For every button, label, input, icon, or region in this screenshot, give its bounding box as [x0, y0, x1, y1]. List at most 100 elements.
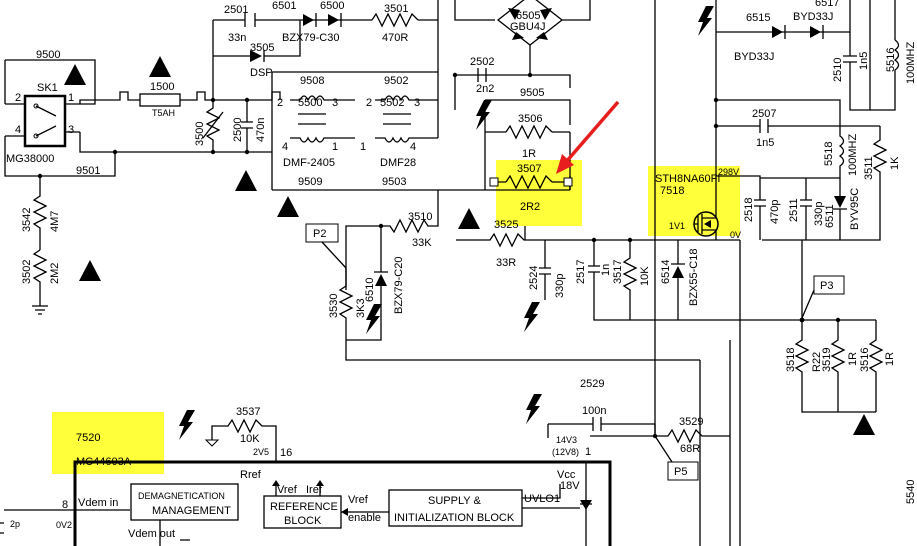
svg-text:2V5: 2V5 — [253, 447, 269, 457]
block-reference: REFERENCE BLOCK — [263, 480, 342, 529]
svg-text:REFERENCE: REFERENCE — [270, 501, 338, 513]
svg-text:3505: 3505 — [250, 42, 274, 54]
resistor-3516: 3516 1R — [859, 320, 896, 412]
svg-text:3510: 3510 — [408, 211, 432, 223]
svg-text:3537: 3537 — [236, 406, 260, 418]
svg-text:3502: 3502 — [21, 260, 33, 284]
svg-text:3: 3 — [414, 97, 420, 109]
svg-text:SK1: SK1 — [37, 82, 58, 94]
svg-text:9508: 9508 — [300, 75, 324, 87]
svg-text:P2: P2 — [313, 228, 326, 240]
capacitor-2510: 2510 1n5 — [832, 0, 871, 111]
svg-text:Iref: Iref — [306, 484, 323, 496]
resistor-3542: 3542 4M7 — [21, 176, 61, 250]
svg-text:5518: 5518 — [823, 142, 835, 166]
svg-text:1R: 1R — [884, 352, 896, 366]
svg-text:470n: 470n — [255, 118, 267, 142]
svg-text:7518: 7518 — [660, 185, 684, 197]
svg-text:16: 16 — [280, 447, 292, 459]
svg-text:3516: 3516 — [859, 348, 871, 372]
highlight-r3507 — [496, 160, 582, 226]
resistor-3506: 3506 1R — [505, 113, 553, 160]
svg-text:2502: 2502 — [470, 56, 494, 68]
svg-text:MC44603A: MC44603A — [76, 456, 132, 468]
svg-text:1R: 1R — [847, 352, 859, 366]
probe-p3: P3 — [801, 275, 845, 319]
svg-text:1n: 1n — [600, 264, 612, 276]
svg-text:7520: 7520 — [76, 432, 100, 444]
svg-text:1: 1 — [360, 141, 366, 153]
capacitor-2507: 2507 1n5 — [716, 108, 840, 149]
svg-text:STH8NA60FI: STH8NA60FI — [655, 173, 720, 185]
svg-text:6510: 6510 — [364, 278, 376, 302]
top-wiring — [212, 0, 591, 191]
label-2p: 2p — [10, 519, 20, 529]
svg-text:3K3: 3K3 — [355, 298, 367, 318]
svg-text:298V: 298V — [718, 167, 739, 177]
svg-text:4: 4 — [282, 141, 288, 153]
svg-text:10K: 10K — [240, 433, 260, 445]
capacitor-2500: 2500 470n — [232, 100, 267, 152]
capacitor-2511: 2511 330p — [788, 178, 825, 240]
side-label: 5540 — [905, 480, 917, 504]
svg-text:3525: 3525 — [494, 219, 518, 231]
choke-5502: 2 5502 3 1 4 DMF28 9502 9503 — [340, 71, 438, 191]
svg-text:5516: 5516 — [885, 48, 897, 72]
bridge-rectifier: 6505 GBU4J — [496, 0, 564, 46]
svg-text:330p: 330p — [554, 274, 566, 298]
svg-text:6505: 6505 — [516, 10, 540, 22]
choke-5500: 2 5500 3 4 1 DMF-2405 9508 9509 — [271, 71, 355, 191]
lightning-icon — [179, 410, 195, 440]
svg-text:1500: 1500 — [150, 81, 174, 93]
svg-text:3517: 3517 — [612, 260, 624, 284]
capacitor-2502: 2502 2n2 — [470, 56, 494, 95]
svg-text:DEMAGNETICATION: DEMAGNETICATION — [138, 491, 225, 501]
svg-text:P3: P3 — [820, 280, 833, 292]
svg-text:1: 1 — [332, 141, 338, 153]
resistor-3511: 3511 1K — [762, 125, 901, 241]
svg-text:1K: 1K — [889, 156, 901, 170]
capacitor-2524: 2524 330p — [528, 240, 566, 300]
svg-text:33K: 33K — [412, 237, 432, 249]
warning-icon — [79, 260, 101, 281]
svg-text:BZX55-C18: BZX55-C18 — [688, 249, 700, 306]
resistor-3501: 3501 470R — [371, 3, 419, 44]
svg-text:5500: 5500 — [298, 97, 322, 109]
capacitor-2529: 2529 100n — [547, 378, 656, 438]
svg-text:470R: 470R — [382, 32, 408, 44]
resistor-3510: 3510 33K — [345, 190, 439, 290]
svg-text:6515: 6515 — [746, 12, 770, 24]
warning-icon — [853, 414, 875, 435]
svg-text:R22: R22 — [811, 352, 823, 372]
label-9501: 9501 — [76, 165, 100, 177]
svg-text:3: 3 — [68, 124, 74, 136]
svg-text:2: 2 — [15, 92, 21, 104]
svg-text:DMF28: DMF28 — [380, 157, 416, 169]
diode-6500: 6500 — [320, 0, 344, 27]
svg-text:100n: 100n — [582, 405, 606, 417]
diode-6511: 6511 BYV95C — [824, 178, 861, 240]
svg-text:3506: 3506 — [518, 113, 542, 125]
svg-text:3500: 3500 — [194, 122, 206, 146]
svg-text:6501: 6501 — [272, 0, 296, 12]
svg-text:DMF-2405: DMF-2405 — [283, 157, 335, 169]
resistor-3500: 3500 — [194, 100, 224, 152]
svg-text:6514: 6514 — [660, 260, 672, 284]
svg-text:2507: 2507 — [752, 108, 776, 120]
svg-text:2511: 2511 — [788, 198, 800, 222]
svg-text:2: 2 — [366, 97, 372, 109]
label-9500: 9500 — [36, 49, 60, 61]
svg-text:330p: 330p — [813, 202, 825, 226]
svg-text:Vref: Vref — [277, 484, 298, 496]
svg-text:2n2: 2n2 — [476, 83, 494, 95]
svg-text:INITIALIZATION BLOCK: INITIALIZATION BLOCK — [394, 512, 515, 524]
svg-text:P5: P5 — [674, 466, 687, 478]
svg-text:2517: 2517 — [575, 260, 587, 284]
svg-text:GBU4J: GBU4J — [510, 21, 545, 33]
capacitor-2501: 2501 33n — [224, 4, 256, 44]
svg-text:33n: 33n — [228, 32, 246, 44]
svg-text:BYD33J: BYD33J — [734, 51, 774, 63]
lightning-icon — [698, 6, 714, 36]
svg-text:1R: 1R — [522, 148, 536, 160]
